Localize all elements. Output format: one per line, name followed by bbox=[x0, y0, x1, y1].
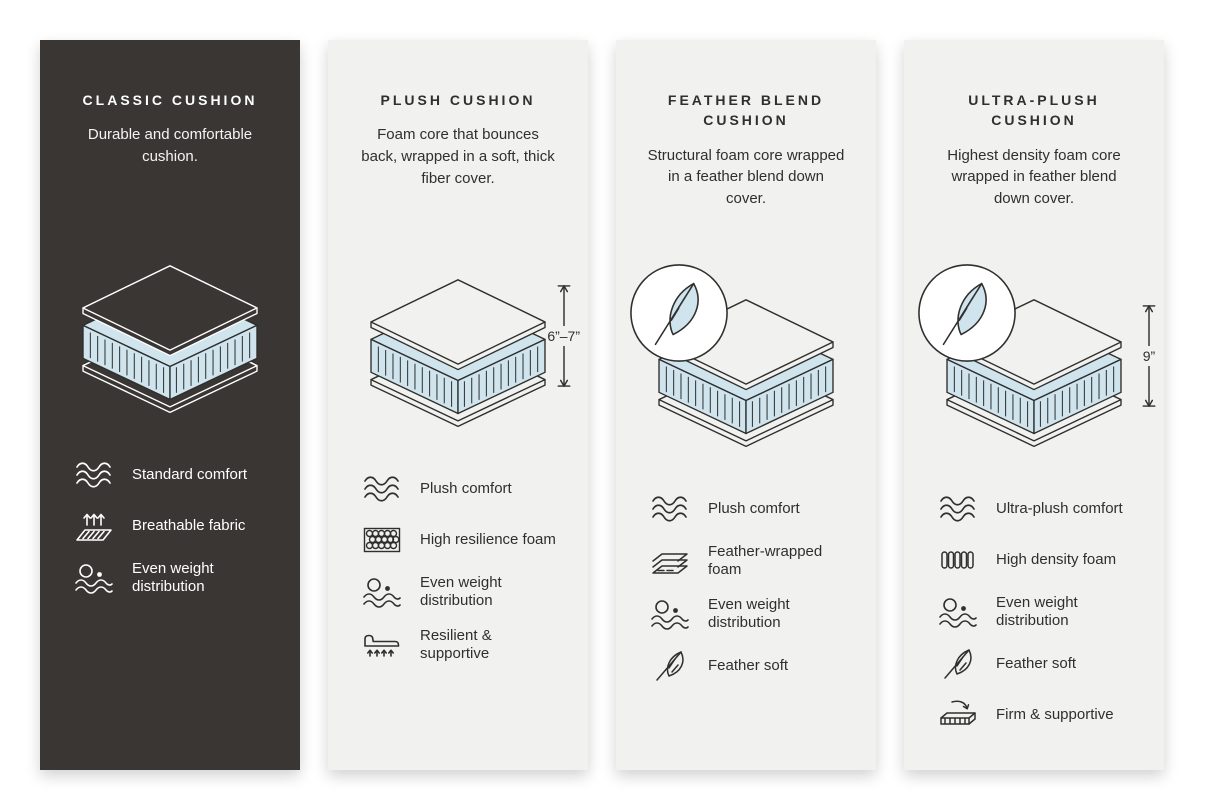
feature-item: Feather soft bbox=[936, 647, 1154, 681]
column-description: Durable and comfortable cushion. bbox=[87, 126, 253, 166]
feature-label: Even weight distribution bbox=[420, 573, 502, 609]
dimension-line-top bbox=[557, 284, 571, 326]
feature-item: Even weight distribution bbox=[72, 560, 290, 596]
density-foam-icon bbox=[936, 543, 980, 577]
feature-label: Feather-wrapped foam bbox=[708, 542, 823, 578]
feature-label: Even weight distribution bbox=[132, 559, 214, 595]
column-title: ULTRA-PLUSH CUSHION bbox=[968, 92, 1100, 129]
feature-list: Ultra-plush comfort High density foam Ev… bbox=[904, 492, 1164, 732]
feature-list: Standard comfort Breathable fabric Even … bbox=[40, 458, 300, 596]
measurement-label: 9” bbox=[1142, 347, 1156, 364]
resilience-foam-icon bbox=[360, 523, 404, 557]
feature-item: Firm & supportive bbox=[936, 698, 1154, 732]
feature-label: Ultra-plush comfort bbox=[996, 499, 1123, 517]
feature-item: High density foam bbox=[936, 543, 1154, 577]
feather-badge bbox=[628, 262, 730, 364]
feature-list: Plush comfort High resilience foam Even … bbox=[328, 472, 588, 663]
column-description: Highest density foam core wrapped in fea… bbox=[947, 146, 1121, 208]
column-feather-blend-cushion: FEATHER BLEND CUSHION Structural foam co… bbox=[616, 40, 876, 770]
column-title: FEATHER BLEND CUSHION bbox=[667, 92, 825, 129]
feature-label: Plush comfort bbox=[420, 479, 512, 497]
feature-label: Standard comfort bbox=[132, 465, 248, 483]
height-measurement: 6”–7” bbox=[547, 284, 580, 388]
feature-label: Even weight distribution bbox=[708, 595, 790, 631]
feature-item: Feather-wrapped foam bbox=[648, 543, 866, 579]
feature-item: Even weight distribution bbox=[648, 596, 866, 632]
cushion-comparison-infographic: CLASSIC CUSHION Durable and comfortable … bbox=[40, 40, 1164, 770]
feature-label: High density foam bbox=[996, 550, 1117, 568]
feature-label: Plush comfort bbox=[708, 499, 800, 517]
feature-label: Firm & supportive bbox=[996, 705, 1114, 723]
column-description: Foam core that bounces back, wrapped in … bbox=[361, 126, 555, 187]
wave-comfort-icon bbox=[72, 458, 116, 492]
feature-item: Ultra-plush comfort bbox=[936, 492, 1154, 526]
feature-label: Breathable fabric bbox=[132, 516, 246, 534]
column-plush-cushion: PLUSH CUSHION Foam core that bounces bac… bbox=[328, 40, 588, 770]
feature-item: Even weight distribution bbox=[360, 574, 578, 610]
feature-label: Feather soft bbox=[996, 654, 1077, 672]
dimension-line-bottom bbox=[557, 345, 571, 387]
cushion-illustration: 9” bbox=[904, 298, 1164, 450]
even-weight-icon bbox=[936, 595, 980, 629]
feather-soft-icon bbox=[936, 647, 980, 681]
column-title: CLASSIC CUSHION bbox=[82, 92, 258, 108]
feature-item: Plush comfort bbox=[360, 472, 578, 506]
feature-item: Standard comfort bbox=[72, 458, 290, 492]
even-weight-icon bbox=[360, 575, 404, 609]
even-weight-icon bbox=[72, 561, 116, 595]
wave-comfort-icon bbox=[648, 492, 692, 526]
feature-item: Breathable fabric bbox=[72, 509, 290, 543]
cushion-stack-graphic bbox=[69, 264, 271, 416]
wave-comfort-icon bbox=[360, 472, 404, 506]
dimension-line-top bbox=[1142, 305, 1156, 346]
feature-label: Feather soft bbox=[708, 656, 789, 674]
feature-item: Feather soft bbox=[648, 649, 866, 683]
feature-label: Resilient & supportive bbox=[420, 626, 492, 662]
cushion-illustration bbox=[40, 264, 300, 416]
dimension-line-bottom bbox=[1142, 365, 1156, 407]
feather-badge bbox=[916, 262, 1018, 364]
cushion-stack-graphic bbox=[357, 278, 559, 430]
column-ultra-plush-cushion: ULTRA-PLUSH CUSHION Highest density foam… bbox=[904, 40, 1164, 770]
column-description: Structural foam core wrapped in a feathe… bbox=[647, 146, 845, 208]
feature-item: High resilience foam bbox=[360, 523, 578, 557]
feature-item: Resilient & supportive bbox=[360, 627, 578, 663]
even-weight-icon bbox=[648, 597, 692, 631]
feature-item: Even weight distribution bbox=[936, 594, 1154, 630]
feather-soft-icon bbox=[648, 649, 692, 683]
feature-item: Plush comfort bbox=[648, 492, 866, 526]
feature-label: Even weight distribution bbox=[996, 593, 1078, 629]
column-title: PLUSH CUSHION bbox=[380, 92, 536, 108]
cushion-illustration: 6”–7” bbox=[328, 278, 588, 430]
resilient-supportive-icon bbox=[360, 628, 404, 662]
wave-comfort-icon bbox=[936, 492, 980, 526]
cushion-illustration bbox=[616, 298, 876, 450]
firm-supportive-icon bbox=[936, 698, 980, 732]
feature-label: High resilience foam bbox=[420, 530, 556, 548]
feather-wrapped-foam-icon bbox=[648, 544, 692, 578]
height-measurement: 9” bbox=[1142, 304, 1156, 408]
breathable-fabric-icon bbox=[72, 509, 116, 543]
column-classic-cushion: CLASSIC CUSHION Durable and comfortable … bbox=[40, 40, 300, 770]
feature-list: Plush comfort Feather-wrapped foam Even … bbox=[616, 492, 876, 683]
measurement-label: 6”–7” bbox=[547, 327, 580, 344]
